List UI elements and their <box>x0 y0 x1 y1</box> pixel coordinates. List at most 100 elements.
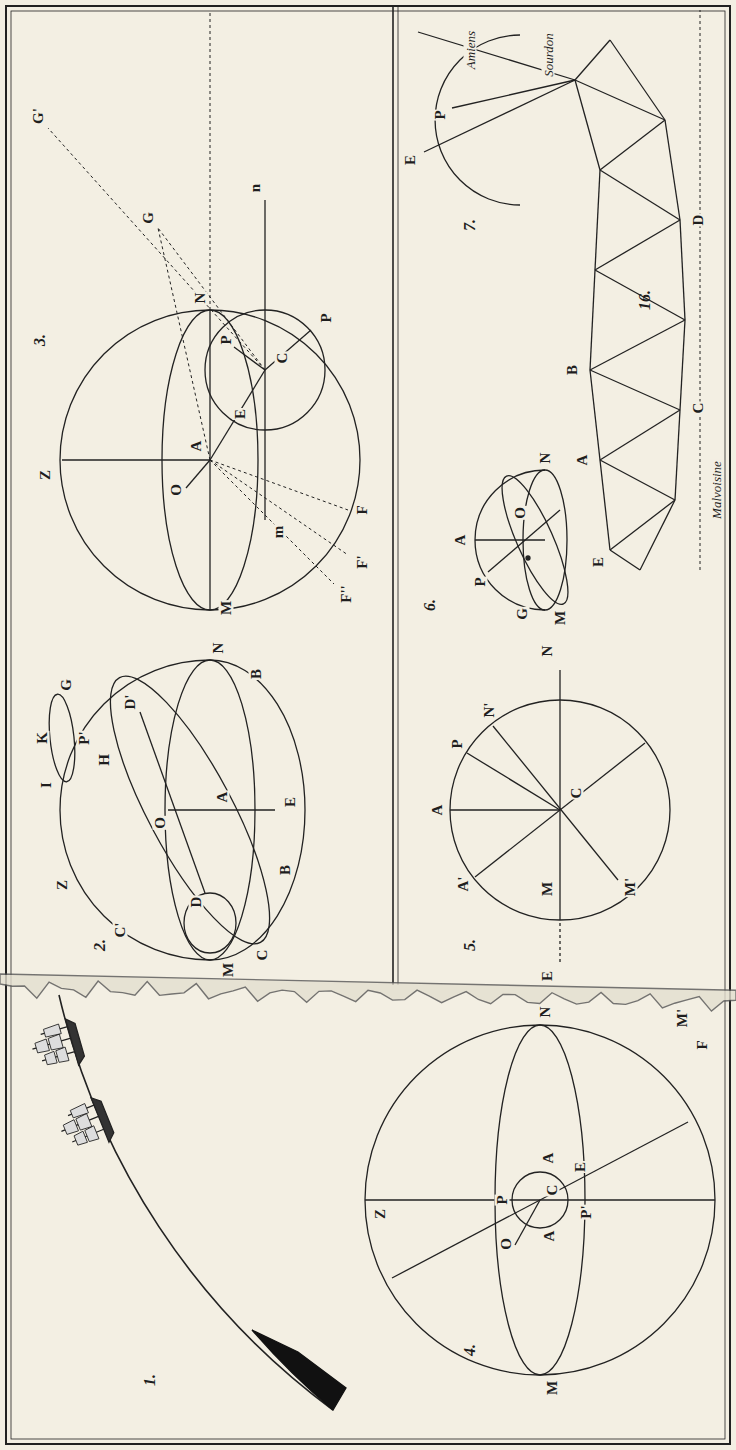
figure-5-stroke <box>450 809 560 810</box>
figure-3-stroke <box>234 347 265 370</box>
figure-3-stroke-stroke <box>48 128 265 370</box>
figure-5-stroke <box>467 753 560 810</box>
point-letter: N <box>193 292 208 305</box>
triangulation-line <box>575 80 600 170</box>
point-letter: E <box>283 796 298 808</box>
figure-3-stroke <box>264 200 265 520</box>
point-letter: G <box>515 607 530 621</box>
point-letter: P <box>450 738 465 749</box>
point-letter: B <box>565 364 580 376</box>
point-letter: N <box>538 452 553 465</box>
point-letter: P <box>219 334 234 345</box>
fold-line <box>398 6 399 985</box>
point-letter: N <box>211 642 226 655</box>
point-letter: F'' <box>339 584 354 604</box>
point-letter: E <box>233 408 248 420</box>
point-letter: N <box>540 645 555 658</box>
figure-7 <box>418 32 575 205</box>
point-letter: F <box>695 1039 710 1050</box>
triangulation-line <box>680 320 685 410</box>
point-letter: A <box>453 534 468 547</box>
figure-3-stroke-stroke <box>158 228 210 460</box>
triangulation-line <box>600 120 665 170</box>
figure-3-stroke <box>62 459 210 460</box>
figure-1-stroke <box>252 1330 346 1410</box>
figure-1 <box>27 995 346 1410</box>
point-letter: Z <box>373 1208 388 1220</box>
figure-3-stroke <box>48 10 348 584</box>
figure-6-stroke <box>526 556 530 560</box>
point-letter: I <box>39 781 54 789</box>
triangulation-line <box>575 40 610 80</box>
triangulation-line <box>600 170 680 220</box>
point-letter: E <box>540 970 555 982</box>
point-letter: C <box>569 787 584 800</box>
point-letter: D' <box>123 694 138 711</box>
point-letter: n <box>248 183 263 193</box>
point-letter: m <box>271 525 286 540</box>
point-letter: C <box>691 402 706 415</box>
point-letter: A <box>541 1152 556 1165</box>
point-letter: G' <box>31 107 46 125</box>
figure-4-stroke <box>392 1122 688 1278</box>
point-letter: P <box>319 312 334 323</box>
triangulation-line <box>590 270 595 370</box>
figure-2-stroke <box>82 658 297 962</box>
triangulation-line <box>595 220 680 270</box>
point-letter: P <box>495 1194 510 1205</box>
figure-4 <box>365 1025 715 1375</box>
figure-1-stroke <box>59 995 333 1410</box>
plate-frame <box>11 11 725 1439</box>
point-letter: O <box>499 1237 514 1251</box>
triangulation-line <box>680 220 685 320</box>
point-letter: Z <box>55 879 70 891</box>
figure-2-stroke <box>184 893 236 953</box>
point-letter: A <box>430 804 445 817</box>
point-letter: E <box>573 1161 588 1173</box>
triangulation-line <box>665 120 680 220</box>
figure-3-stroke <box>186 460 210 488</box>
triangulation-line <box>600 460 610 550</box>
figure-16-stroke <box>700 10 701 570</box>
figure-2-stroke <box>140 712 205 893</box>
point-letter: C <box>255 949 270 962</box>
figure-7-stroke <box>418 32 575 80</box>
ship <box>54 1095 116 1157</box>
figure-16 <box>575 10 700 570</box>
point-letter: N <box>538 1006 553 1019</box>
point-letter: D <box>189 896 204 909</box>
figure-3-stroke <box>265 330 311 370</box>
figure-7-stroke <box>424 80 575 152</box>
figure-number: 1. <box>142 1373 158 1387</box>
triangulation-line <box>600 410 680 460</box>
triangulation-line <box>590 370 600 460</box>
triangulation-line <box>610 550 640 570</box>
triangulation-line <box>575 80 665 120</box>
figure-number: 2. <box>92 938 108 952</box>
triangulation-line <box>640 500 675 570</box>
triangulation-line <box>595 170 600 270</box>
point-letter: O <box>513 506 528 520</box>
point-letter: K <box>35 731 50 745</box>
point-letter: P' <box>77 730 92 745</box>
point-letter: D <box>691 214 706 227</box>
point-letter: G <box>141 211 156 225</box>
figure-number: 4. <box>462 1343 478 1357</box>
triangulation-line <box>600 460 675 500</box>
triangulation-line <box>595 270 685 320</box>
figure-3-stroke-stroke <box>210 10 211 310</box>
point-letter: F <box>355 504 370 515</box>
plate-frame <box>6 6 730 1444</box>
figure-5-stroke <box>559 670 560 920</box>
point-letter: M <box>553 610 568 626</box>
figure-number: 16. <box>637 289 653 311</box>
figure-5-stroke <box>559 920 560 962</box>
ship-stroke <box>59 1104 99 1150</box>
figure-5-stroke <box>493 726 618 880</box>
figure-2-stroke <box>168 809 275 810</box>
figure-3 <box>48 10 360 610</box>
figure-2-stroke <box>60 660 305 960</box>
